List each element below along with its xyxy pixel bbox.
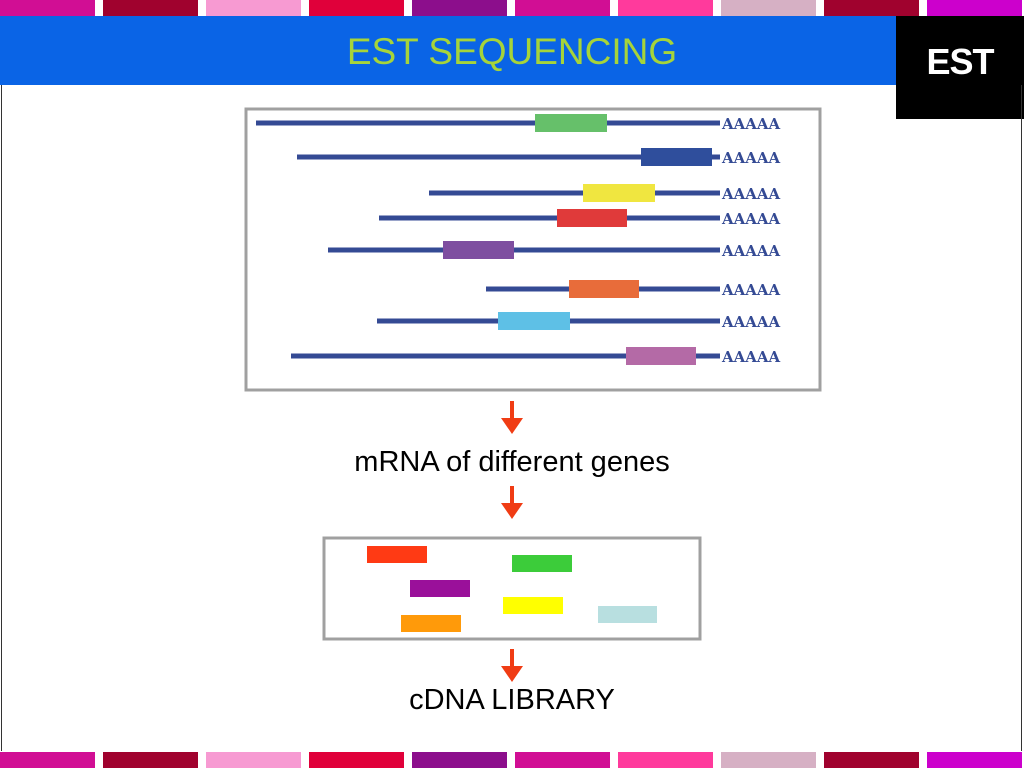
polya-tail-label: AAAAA — [721, 242, 781, 260]
cdna-box — [322, 536, 702, 641]
mrna-strands: AAAAA AAAAA AAAAA AAAAA AAAAA AAAAA AAAAA AAAAA — [256, 114, 781, 366]
polya-tail-label: AAAAA — [721, 313, 781, 331]
bottom-stripe-segment — [721, 752, 816, 768]
cdna-fragments — [367, 546, 657, 632]
top-stripe-segment — [0, 0, 95, 16]
bottom-stripe-segment — [927, 752, 1022, 768]
mrna-box — [244, 107, 822, 392]
polya-tail-label: AAAAA — [721, 281, 781, 299]
top-stripe-segment — [103, 0, 198, 16]
bottom-stripe-segment — [618, 752, 713, 768]
title-band — [0, 16, 896, 85]
down-arrow-icon — [501, 666, 523, 682]
cdna-fragment — [503, 597, 563, 614]
gene-block — [498, 312, 570, 330]
bottom-stripe-segment — [824, 752, 919, 768]
bottom-stripe-bar — [0, 752, 1024, 768]
top-stripe-segment — [927, 0, 1022, 16]
arrows — [501, 401, 523, 682]
gene-block — [535, 114, 607, 132]
cdna-fragment — [401, 615, 461, 632]
corner-label: EST — [896, 16, 1024, 119]
down-arrow-icon — [501, 418, 523, 434]
cdna-fragment — [512, 555, 572, 572]
polya-tail-label: AAAAA — [721, 115, 781, 133]
gene-block — [557, 209, 627, 227]
top-stripe-segment — [412, 0, 507, 16]
cdna-fragment — [367, 546, 427, 563]
top-stripe-segment — [721, 0, 816, 16]
polya-tail-label: AAAAA — [721, 185, 781, 203]
top-stripe-segment — [618, 0, 713, 16]
gene-block — [583, 184, 655, 202]
bottom-stripe-segment — [103, 752, 198, 768]
mrna-caption: mRNA of different genes — [354, 446, 670, 478]
polya-tail-label: AAAAA — [721, 210, 781, 228]
down-arrow-icon — [501, 503, 523, 519]
gene-block — [443, 241, 514, 259]
cdna-fragment — [598, 606, 657, 623]
gene-block — [569, 280, 639, 298]
top-stripe-bar — [0, 0, 1024, 16]
cdna-caption: cDNA LIBRARY — [409, 684, 615, 716]
slide-title: EST SEQUENCING — [346, 31, 678, 72]
top-stripe-segment — [515, 0, 610, 16]
bottom-stripe-segment — [515, 752, 610, 768]
bottom-stripe-segment — [309, 752, 404, 768]
cdna-fragment — [410, 580, 470, 597]
gene-block — [641, 148, 712, 166]
polya-tail-label: AAAAA — [721, 348, 781, 366]
bottom-stripe-segment — [0, 752, 95, 768]
bottom-stripe-segment — [206, 752, 301, 768]
top-stripe-segment — [824, 0, 919, 16]
content-frame — [1, 85, 1022, 751]
top-stripe-segment — [206, 0, 301, 16]
bottom-stripe-segment — [412, 752, 507, 768]
top-stripe-segment — [309, 0, 404, 16]
polya-tail-label: AAAAA — [721, 149, 781, 167]
gene-block — [626, 347, 696, 365]
